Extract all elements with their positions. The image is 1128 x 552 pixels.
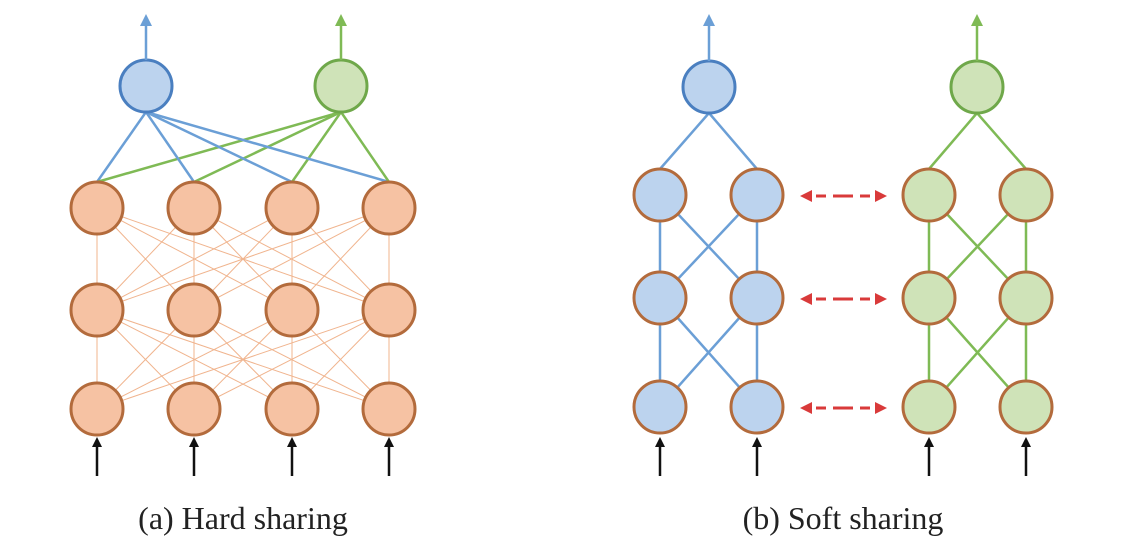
hard-shared-node-l1-1 <box>166 282 222 338</box>
hard-edge-l0-3-1 <box>193 207 390 311</box>
hard-task-a-head-node <box>118 58 174 114</box>
multitask-sharing-diagram <box>69 14 1054 476</box>
soft-task-a-node-l1-0 <box>632 270 688 326</box>
hard-edge-blue-head-1 <box>144 111 196 183</box>
soft-task-b-node-l2-1 <box>998 379 1054 435</box>
hard-shared-node-l2-2 <box>264 381 320 437</box>
caption-hard-sharing: (a) Hard sharing <box>138 500 348 536</box>
hard-shared-node-l1-0 <box>69 282 125 338</box>
hard-shared-node-l0-2 <box>264 180 320 236</box>
soft-task-a-node-l1-1 <box>729 270 785 326</box>
hard-shared-node-l0-0 <box>69 180 125 236</box>
soft-task-a-node-l2-0 <box>632 379 688 435</box>
soft-task-a-edge-head-0 <box>659 112 710 170</box>
hard-shared-node-l2-3 <box>361 381 417 437</box>
hard-edge-l1-2-0 <box>96 309 293 410</box>
soft-task-a-node-l0-1 <box>729 167 785 223</box>
hard-shared-node-l2-1 <box>166 381 222 437</box>
soft-task-b-node-l0-0 <box>901 167 957 223</box>
soft-task-b-node-l2-0 <box>901 379 957 435</box>
soft-task-a-head-node <box>681 59 737 115</box>
soft-task-b-edge-head-1 <box>976 112 1027 170</box>
hard-edge-l1-3-1 <box>193 309 390 410</box>
soft-task-b-node-l1-1 <box>998 270 1054 326</box>
soft-task-b-edge-head-0 <box>928 112 978 170</box>
hard-task-b-head-node <box>313 58 369 114</box>
soft-task-a-node-l0-0 <box>632 167 688 223</box>
soft-task-b-head-node <box>949 59 1005 115</box>
hard-shared-node-l1-2 <box>264 282 320 338</box>
soft-task-b-node-l0-1 <box>998 167 1054 223</box>
hard-edge-green-head-2 <box>290 111 343 183</box>
soft-task-a-edge-head-1 <box>708 112 758 170</box>
hard-edge-blue-head-0 <box>95 111 148 183</box>
soft-task-b-node-l1-0 <box>901 270 957 326</box>
hard-edge-l0-3-0 <box>96 207 390 311</box>
hard-edge-l0-2-0 <box>96 207 293 311</box>
hard-edge-green-head-3 <box>339 111 391 183</box>
hard-shared-node-l1-3 <box>361 282 417 338</box>
hard-edge-blue-head-3 <box>145 110 390 184</box>
hard-edge-l1-3-0 <box>96 309 390 410</box>
caption-soft-sharing: (b) Soft sharing <box>742 500 944 536</box>
hard-shared-node-l0-3 <box>361 180 417 236</box>
soft-task-a-node-l2-1 <box>729 379 785 435</box>
hard-edge-blue-head-2 <box>145 110 293 184</box>
hard-shared-node-l0-1 <box>166 180 222 236</box>
hard-shared-node-l2-0 <box>69 381 125 437</box>
